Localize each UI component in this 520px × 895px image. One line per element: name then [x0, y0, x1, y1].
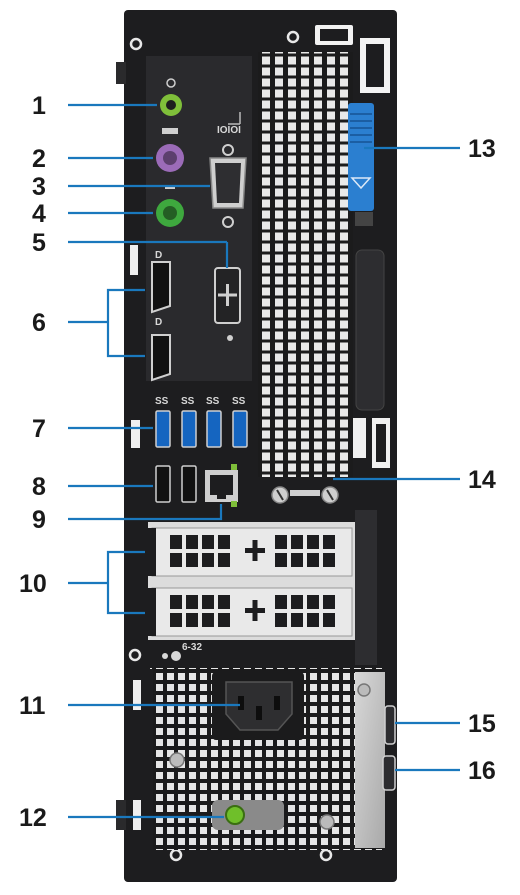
ps2-mouse-port[interactable] [156, 128, 184, 172]
security-cable-slot[interactable] [384, 705, 396, 745]
callout-14: 14 [468, 466, 496, 494]
line-out-port[interactable] [160, 78, 182, 116]
padlock-rings[interactable] [271, 486, 339, 504]
callout-2: 2 [32, 145, 46, 173]
usb3-ports[interactable]: SS SS SS SS [155, 396, 248, 448]
network-port[interactable] [205, 464, 238, 507]
screw-marking: 6-32 [182, 642, 202, 653]
callout-1: 1 [32, 92, 46, 120]
callout-numbers: 1 2 3 4 5 6 7 8 9 10 11 12 13 14 15 16 [19, 92, 496, 832]
callout-4: 4 [32, 200, 46, 228]
serial-port[interactable]: IOIOI [209, 125, 247, 228]
expansion-card-slots[interactable] [146, 510, 377, 665]
svg-text:SS: SS [232, 396, 246, 407]
release-latch[interactable] [348, 103, 374, 226]
ventilation-grille [258, 52, 353, 477]
displayport-ports[interactable]: D D [151, 250, 171, 382]
callout-11: 11 [19, 692, 46, 720]
callout-16: 16 [468, 757, 496, 785]
callout-15: 15 [468, 710, 496, 738]
usb2-ports[interactable] [155, 465, 197, 503]
callout-13: 13 [468, 135, 496, 163]
callout-3: 3 [32, 173, 46, 201]
callout-10: 10 [19, 570, 47, 598]
svg-text:SS: SS [181, 396, 195, 407]
callout-7: 7 [32, 415, 46, 443]
callout-5: 5 [32, 229, 46, 257]
svg-text:D: D [155, 317, 162, 328]
callout-leader-lines [68, 103, 460, 819]
svg-text:SS: SS [206, 396, 220, 407]
svg-text:D: D [155, 250, 162, 261]
callout-9: 9 [32, 506, 46, 534]
psu-diagnostic-button[interactable] [212, 800, 284, 830]
kensington-lock-slot[interactable] [382, 755, 396, 791]
callout-8: 8 [32, 473, 46, 501]
power-connector[interactable] [212, 672, 304, 740]
callout-6: 6 [32, 309, 46, 337]
svg-text:SS: SS [155, 396, 169, 407]
serial-marking: IOIOI [217, 125, 241, 136]
callout-12: 12 [19, 804, 47, 832]
